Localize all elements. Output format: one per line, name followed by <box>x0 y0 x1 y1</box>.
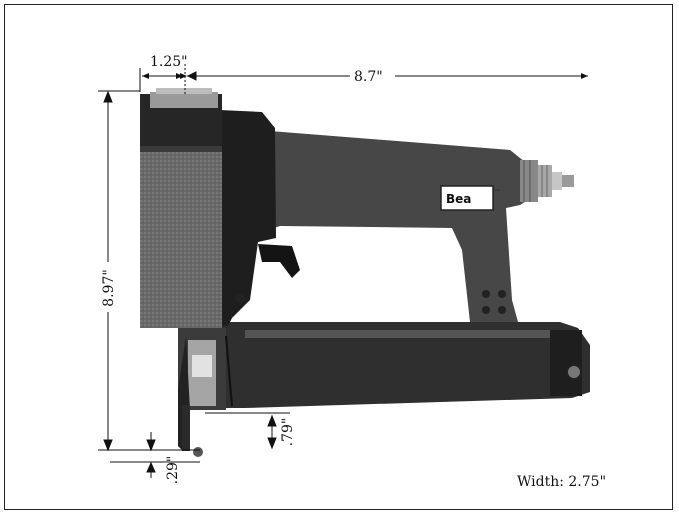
trigger <box>258 244 300 278</box>
dim-overall-length: 8.7" <box>354 69 383 85</box>
logo-plate <box>440 185 494 211</box>
dim-nose-height: .79" <box>280 418 296 447</box>
diagram-frame <box>4 4 673 510</box>
magazine-knob <box>566 364 582 380</box>
dim-tip-height: .29" <box>165 456 181 485</box>
logo-text: Bea <box>446 192 471 206</box>
nail-gun-illustration: Bea <box>140 88 590 457</box>
magazine <box>185 322 590 408</box>
dim-head-width: 1.25" <box>150 54 188 70</box>
handle <box>232 128 528 322</box>
dimension-lines <box>98 64 588 478</box>
air-fitting-icon <box>520 160 574 202</box>
dim-overall-height: 8.97" <box>101 269 117 307</box>
width-note: Width: 2.75" <box>517 474 607 490</box>
